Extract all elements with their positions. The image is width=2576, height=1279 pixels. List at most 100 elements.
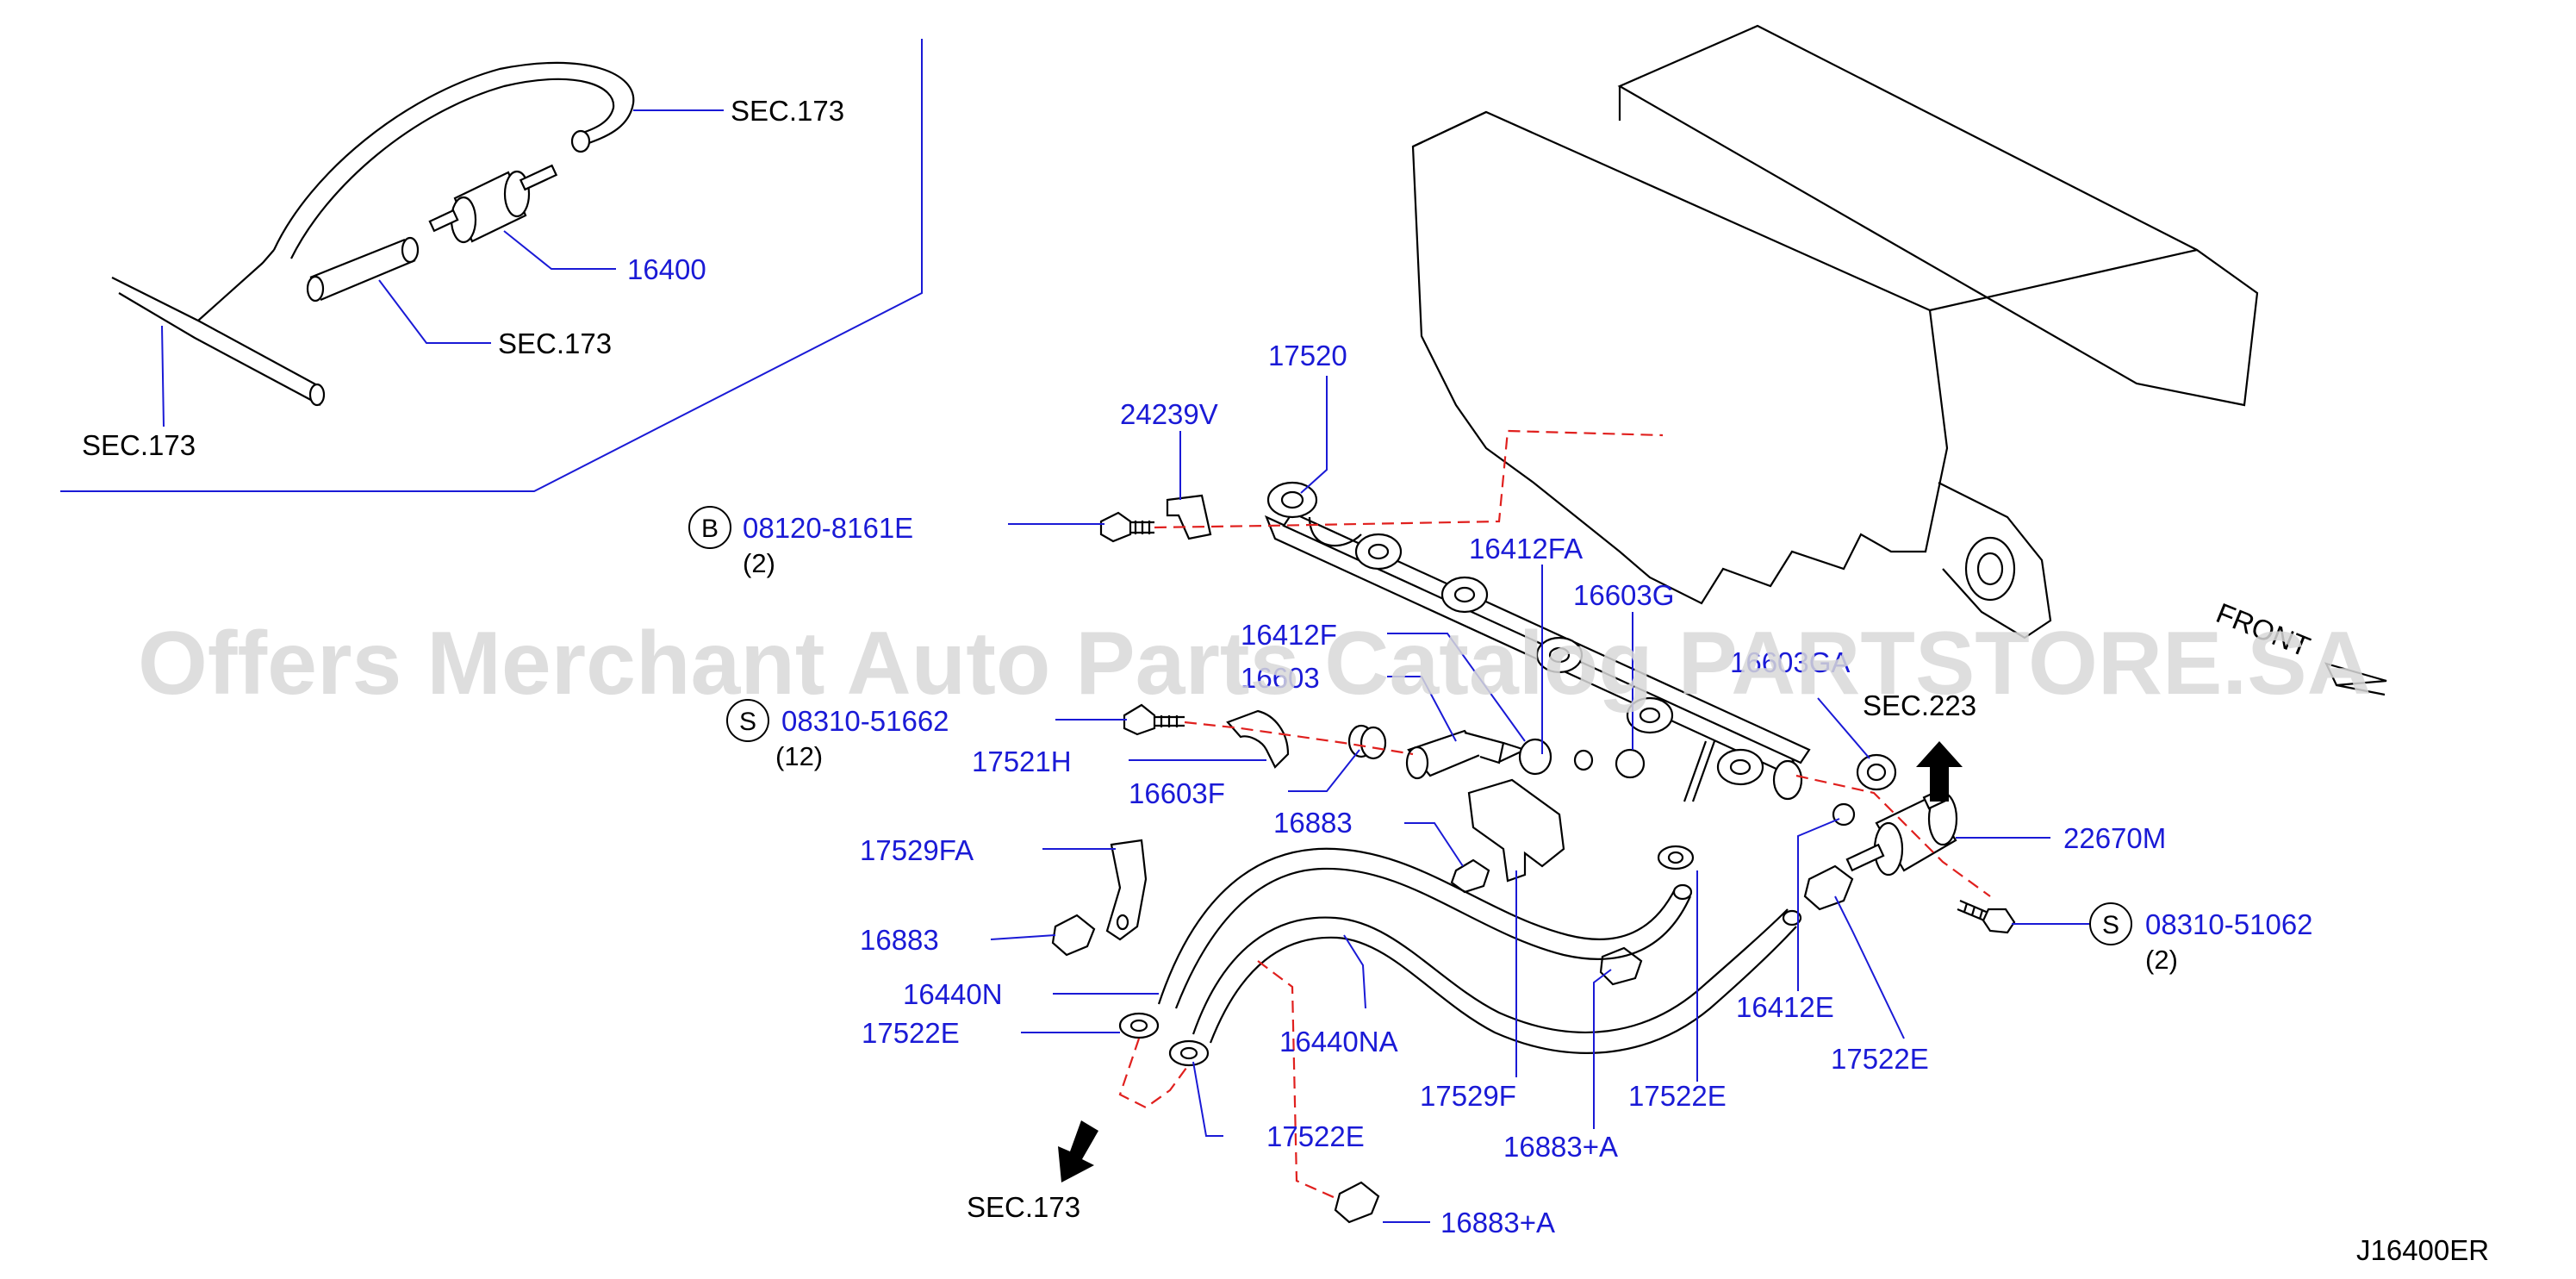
- label-17522e-c[interactable]: 17522E: [1628, 1080, 1727, 1112]
- bracket-17529fa-hole: [1116, 914, 1129, 931]
- dash-bottom-left: [1118, 1038, 1190, 1109]
- bracket-17529f-shape: [1467, 778, 1565, 883]
- inset-leader-filter: [503, 230, 616, 270]
- sec173-bottom-label[interactable]: SEC.173: [967, 1191, 1080, 1223]
- label-17521h[interactable]: 17521H: [972, 746, 1072, 777]
- intake-manifold-shape: [1411, 24, 2259, 640]
- label-16603[interactable]: 16603: [1241, 662, 1320, 694]
- leader-17522e-d: [1834, 895, 1905, 1039]
- arrow-down-sec173: [1058, 1120, 1098, 1182]
- qty-08310-51062: (2): [2145, 945, 2178, 975]
- label-17522e-a[interactable]: 17522E: [862, 1017, 960, 1049]
- label-17522e-b[interactable]: 17522E: [1266, 1120, 1365, 1152]
- label-08310-51662[interactable]: 08310-51662: [781, 705, 949, 737]
- leader-16883-left: [990, 934, 1056, 940]
- inset-short-hose: [309, 238, 416, 302]
- leader-16603ga: [1817, 697, 1870, 759]
- qty-08120-8161e: (2): [743, 548, 775, 578]
- seal-16603ga-shape: [1856, 753, 1897, 791]
- leader-17522e-b: [1192, 1061, 1223, 1137]
- bolt-08120-shape: [1099, 511, 1154, 543]
- label-16883-left[interactable]: 16883: [860, 924, 939, 956]
- screw-s2-callout: S 08310-51062 (2): [2089, 902, 2313, 975]
- inset-y-pipe: [111, 249, 321, 406]
- hose-clamp-17522e-a-shape: [1118, 1012, 1160, 1039]
- inset-leader-mid: [378, 279, 491, 344]
- injector-shape: [1405, 729, 1526, 780]
- leader-17520: [1300, 376, 1328, 494]
- leader-16603f: [1288, 749, 1360, 792]
- pressure-regulator-22670m-shape: [1845, 788, 1958, 877]
- leader-16883a-mid: [1593, 969, 1612, 1129]
- clip-16883-left-shape: [1051, 914, 1096, 957]
- front-arrow-icon: [2324, 662, 2387, 696]
- inset-sec173-top: SEC.173: [731, 95, 844, 127]
- fuel-rail-assembly-shape: [1264, 481, 1811, 802]
- clip-16883-upper-shape: [1450, 858, 1490, 894]
- b-symbol-letter: B: [701, 515, 719, 543]
- inset-y-end: [308, 383, 326, 407]
- label-17529fa[interactable]: 17529FA: [860, 834, 974, 866]
- label-16412e[interactable]: 16412E: [1736, 991, 1834, 1023]
- hose-clamp-17522e-c-shape: [1657, 845, 1695, 870]
- seal-16603f-shape: [1347, 724, 1387, 760]
- arrow-up-sec223: [1916, 741, 1963, 802]
- label-08120-8161e[interactable]: 08120-8161E: [743, 512, 913, 544]
- bracket-17529fa-shape: [1105, 839, 1148, 941]
- dash-injector-line: [1184, 721, 1414, 756]
- label-16603g[interactable]: 16603G: [1573, 579, 1674, 611]
- s1-symbol-circle: [726, 699, 769, 742]
- label-17522e-d[interactable]: 17522E: [1831, 1043, 1929, 1075]
- sec223-label[interactable]: SEC.223: [1863, 689, 1976, 721]
- diagram-code: J16400ER: [2356, 1234, 2489, 1266]
- label-17529f[interactable]: 17529F: [1420, 1080, 1516, 1112]
- label-16440n[interactable]: 16440N: [903, 978, 1003, 1010]
- label-16883a-mid[interactable]: 16883+A: [1503, 1131, 1618, 1163]
- screw-s1-callout: S 08310-51662 (12): [726, 699, 949, 771]
- inset-hose-end: [570, 129, 591, 153]
- clip-16883a-mid-shape: [1599, 946, 1643, 986]
- inset-leader-left: [161, 325, 165, 427]
- seal-16603g-shape: [1615, 748, 1646, 779]
- oring-16412fa-shape: [1573, 749, 1594, 771]
- label-16412f[interactable]: 16412F: [1241, 619, 1337, 651]
- s2-symbol-letter: S: [2102, 911, 2119, 939]
- b-symbol-circle: [688, 506, 731, 549]
- label-16603f[interactable]: 16603F: [1129, 777, 1225, 809]
- label-16883a-bottom[interactable]: 16883+A: [1440, 1207, 1555, 1238]
- clamp-17521h-shape: [1226, 709, 1290, 769]
- label-24239v[interactable]: 24239V: [1120, 398, 1218, 430]
- hose-clamp-17522e-b-shape: [1168, 1039, 1210, 1067]
- screw-08310-51062-shape: [1957, 899, 2016, 934]
- screw-08310-51662-shape: [1123, 703, 1185, 736]
- oring-16412e-shape: [1832, 802, 1856, 827]
- hose-16440na-shape: [1192, 908, 1802, 1054]
- label-17520[interactable]: 17520: [1268, 340, 1347, 371]
- oring-16412f-shape: [1518, 738, 1552, 776]
- label-16603ga[interactable]: 16603GA: [1730, 646, 1850, 678]
- inset-short-hose-end-b: [401, 236, 420, 264]
- leader-16440na: [1343, 934, 1366, 1009]
- label-16440na[interactable]: 16440NA: [1279, 1026, 1398, 1058]
- inset-short-hose-end-a: [306, 275, 325, 303]
- label-16412fa[interactable]: 16412FA: [1469, 533, 1583, 565]
- label-22670m[interactable]: 22670M: [2063, 822, 2166, 854]
- qty-08310-51662: (12): [775, 741, 823, 771]
- inset-border: [60, 39, 923, 492]
- fuel-filter-shape: [428, 164, 558, 244]
- clamp-17522e-right-shape: [1803, 864, 1854, 911]
- clip-16883a-bottom-shape: [1334, 1181, 1380, 1224]
- inset-hose-inner: [290, 78, 615, 259]
- leader-16883-upper: [1404, 822, 1464, 867]
- leader-16603: [1387, 676, 1457, 742]
- dash-regulator-line: [1795, 774, 1991, 897]
- watermark-text: Offers Merchant Auto Parts Catalog PARTS…: [138, 614, 2372, 714]
- leader-16412e: [1797, 818, 1840, 991]
- label-08310-51062[interactable]: 08310-51062: [2145, 908, 2313, 940]
- label-16883-upper[interactable]: 16883: [1273, 807, 1353, 839]
- inset-part-16400[interactable]: 16400: [627, 253, 706, 285]
- s1-symbol-letter: S: [739, 708, 756, 736]
- bolt-b-callout: B 08120-8161E (2): [688, 506, 913, 578]
- dash-bottom-16883a: [1257, 960, 1336, 1200]
